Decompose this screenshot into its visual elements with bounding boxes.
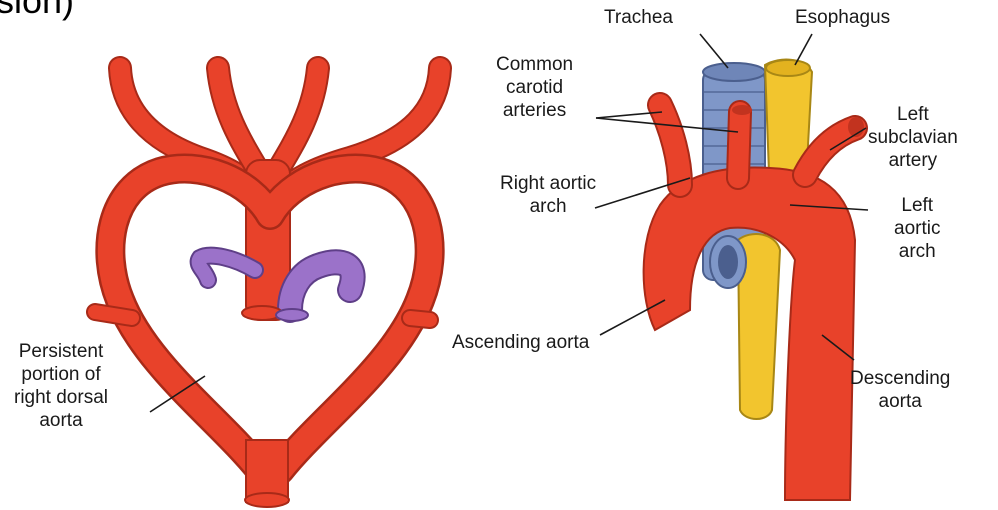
embryonic-arch-diagram xyxy=(95,68,440,507)
descending-trunk-opening xyxy=(245,493,289,507)
label-common-carotid: Common carotid arteries xyxy=(496,53,573,122)
label-esophagus: Esophagus xyxy=(795,6,890,29)
label-left-aortic-arch: Left aortic arch xyxy=(894,194,940,263)
label-right-aortic-arch: Right aortic arch xyxy=(500,172,596,218)
label-descending-aorta: Descending aorta xyxy=(850,367,950,413)
label-persistent-dorsal-aorta: Persistent portion of right dorsal aorta xyxy=(14,340,108,432)
pulmonary-opening xyxy=(276,309,308,321)
label-ascending-aorta: Ascending aorta xyxy=(452,331,589,354)
label-left-subclavian: Left subclavian artery xyxy=(868,103,958,172)
label-trachea: Trachea xyxy=(604,6,673,29)
right-aortic-arch-diagram xyxy=(595,34,868,500)
